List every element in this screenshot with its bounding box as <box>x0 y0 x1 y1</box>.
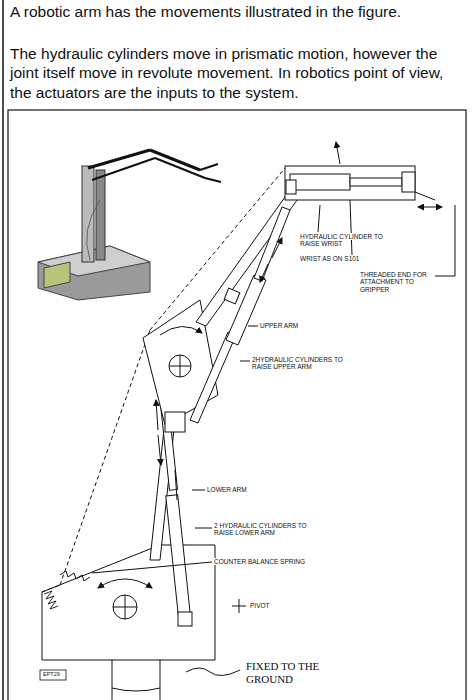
part-label: 2 HYDRAULIC CYLINDERS TO RAISE LOWER ARM <box>214 522 314 537</box>
part-label: THREADED END FOR ATTACHMENT TO GRIPPER <box>360 271 436 293</box>
part-label: LOWER ARM <box>207 486 287 493</box>
part-label-text: LOWER ARM <box>207 486 247 493</box>
part-label: COUNTER BALANCE SPRING <box>214 558 334 565</box>
part-label-text: 2HYDRAULIC CYLINDERS TO RAISE UPPER ARM <box>252 356 343 370</box>
part-label-text: WRIST AS ON S101 <box>300 255 359 262</box>
part-label-text: THREADED END FOR ATTACHMENT TO GRIPPER <box>360 271 427 293</box>
intro-text-text: A robotic arm has the movements illustra… <box>10 3 401 20</box>
photo-inset <box>22 140 222 300</box>
figure-code-text: EPT29 <box>43 671 60 677</box>
part-label-text: COUNTER BALANCE SPRING <box>214 558 305 565</box>
intro-text: The hydraulic cylinders move in prismati… <box>10 44 466 102</box>
ground-label-text: FIXED TO THE GROUND <box>246 660 319 685</box>
intro-text-text: The hydraulic cylinders move in prismati… <box>10 45 443 101</box>
part-label-text: HYDRAULIC CYLINDER TO RAISE WRIST <box>300 233 383 247</box>
part-label-text: 2 HYDRAULIC CYLINDERS TO RAISE LOWER ARM <box>214 522 307 536</box>
part-label: 2HYDRAULIC CYLINDERS TO RAISE UPPER ARM <box>252 356 362 371</box>
ground-label: FIXED TO THE GROUND <box>246 660 346 685</box>
intro-text: A robotic arm has the movements illustra… <box>10 2 466 21</box>
pivot-label: PIVOT <box>250 602 310 609</box>
pivot-label-text: PIVOT <box>250 602 270 609</box>
part-label: WRIST AS ON S101 <box>300 255 390 262</box>
part-label: UPPER ARM <box>260 322 340 329</box>
figure-code: EPT29 <box>43 671 67 677</box>
part-label-text: UPPER ARM <box>260 322 298 329</box>
part-label: HYDRAULIC CYLINDER TO RAISE WRIST <box>300 233 390 248</box>
